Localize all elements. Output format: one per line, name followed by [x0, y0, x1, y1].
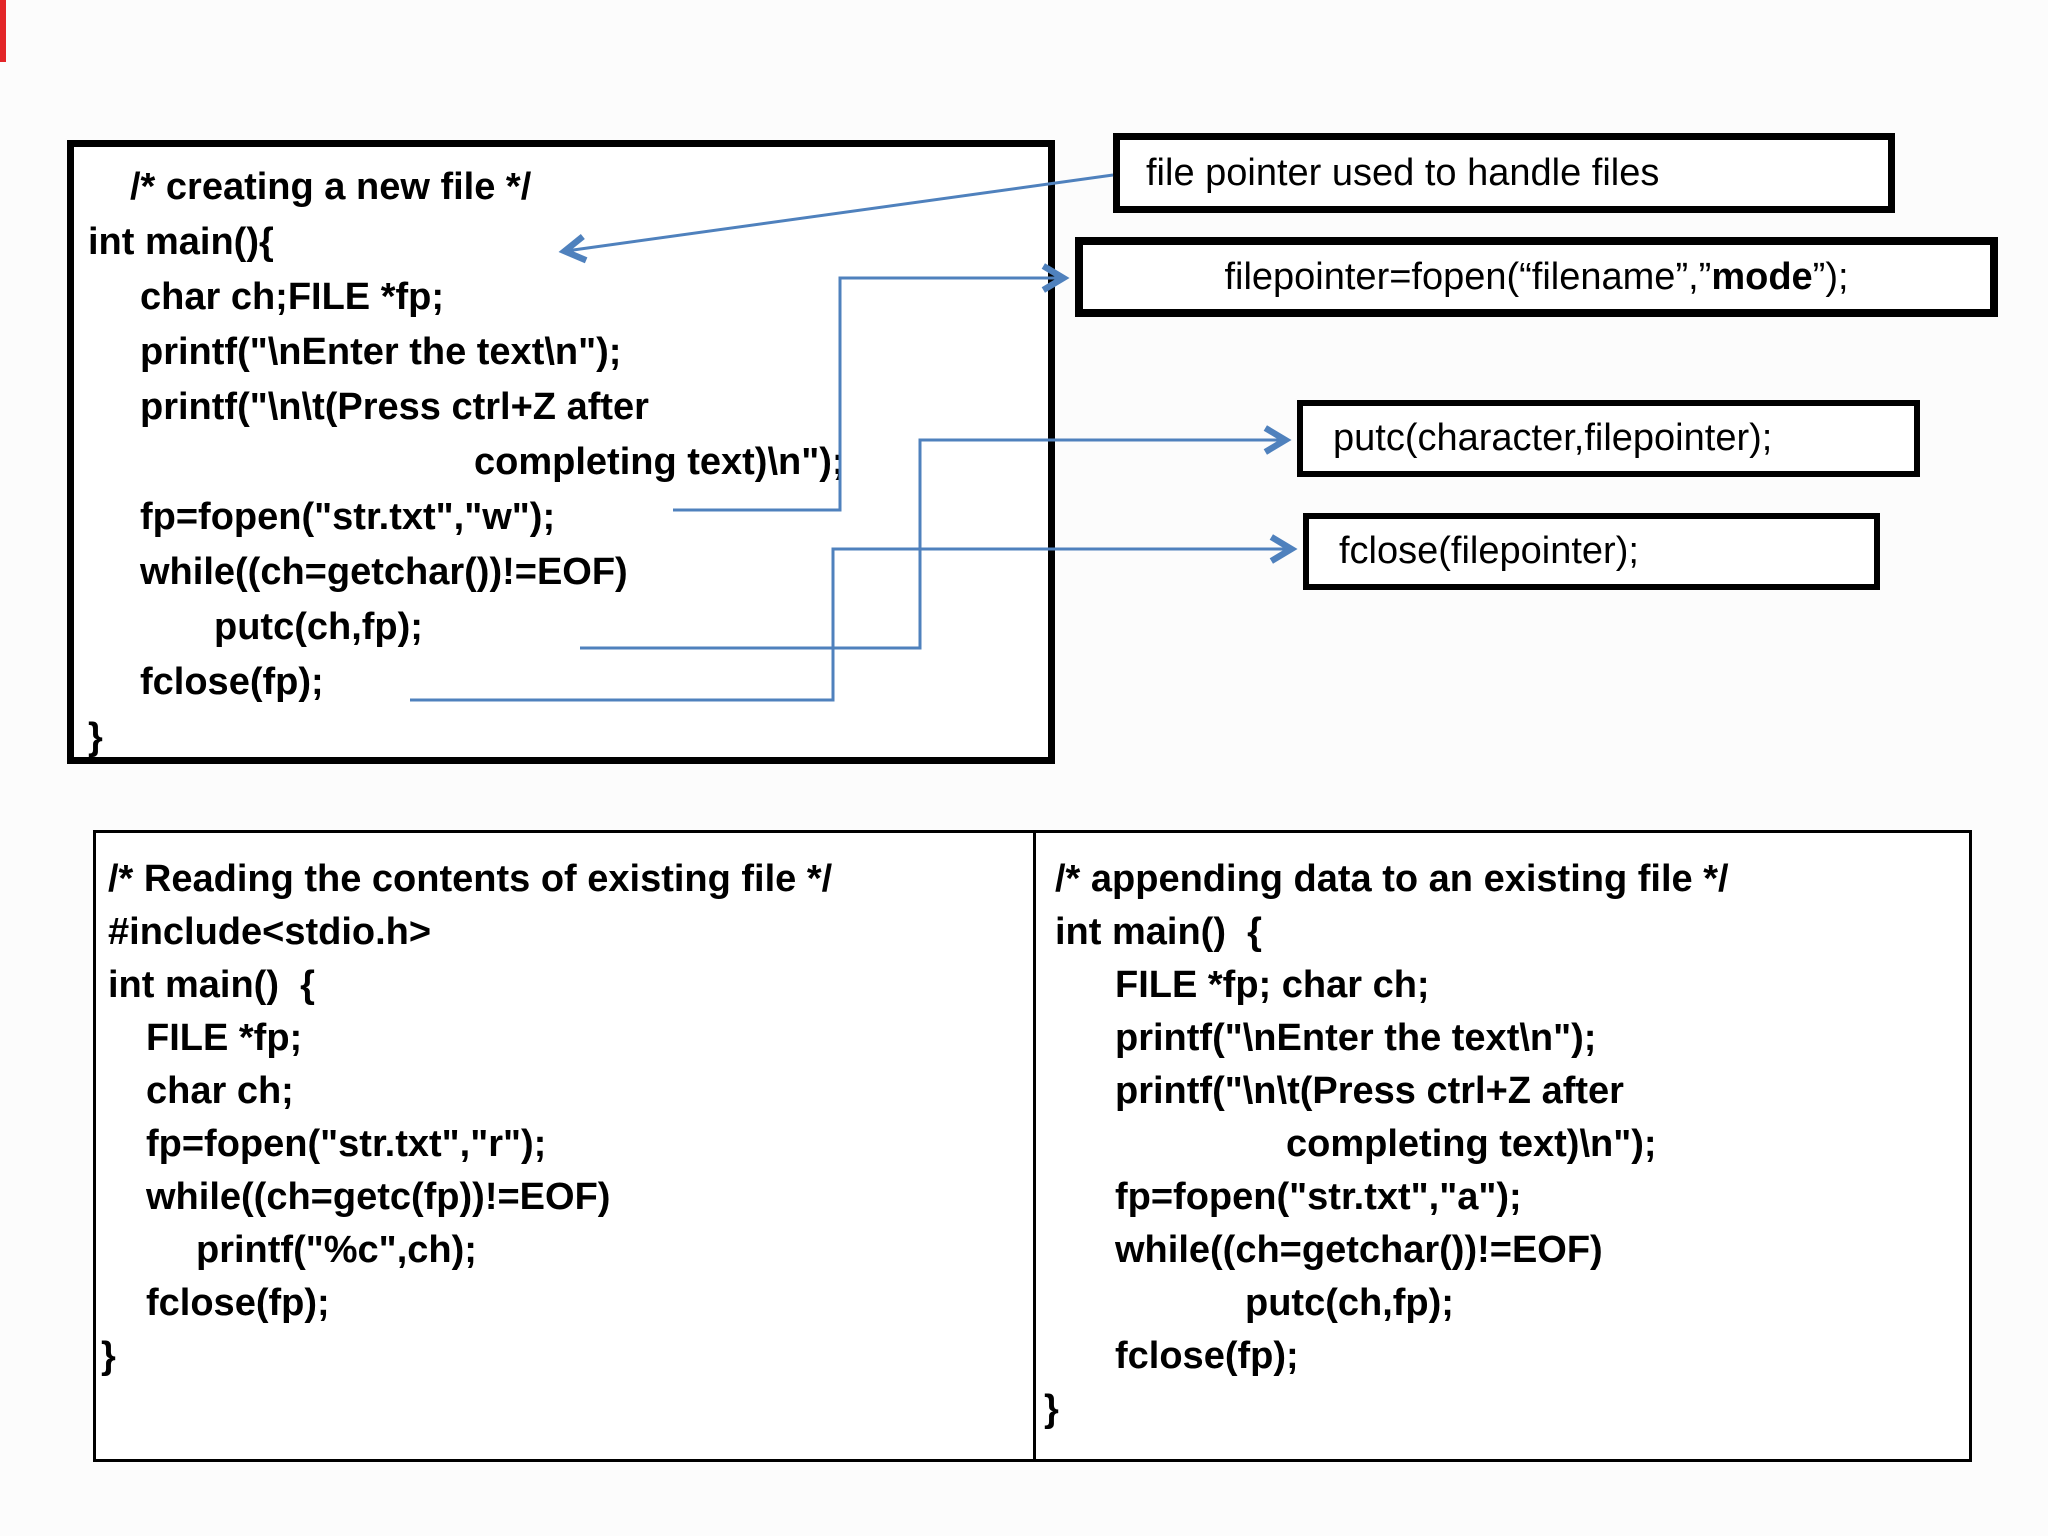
fclose-syntax-text: fclose(filepointer);: [1339, 530, 1639, 572]
code-line-brace: }: [101, 1335, 116, 1377]
code-line: while((ch=getchar())!=EOF): [140, 551, 628, 593]
code-line: fp=fopen("str.txt","r");: [146, 1123, 547, 1165]
code-line: printf("\n\t(Press ctrl+Z after: [1115, 1070, 1624, 1112]
file-pointer-note-box: file pointer used to handle files: [1113, 133, 1895, 213]
code-line-putc: putc(ch,fp);: [214, 606, 423, 648]
code-line-brace: }: [1044, 1388, 1059, 1430]
code-line: printf("\nEnter the text\n");: [140, 331, 622, 373]
code-line: completing text)\n");: [474, 441, 845, 483]
fopen-syntax-mode: mode: [1711, 255, 1813, 298]
fopen-syntax-post: ”);: [1812, 255, 1849, 298]
code-line: putc(ch,fp);: [1245, 1282, 1454, 1324]
code-line: int main() {: [108, 964, 315, 1006]
putc-syntax-box: putc(character,filepointer);: [1297, 400, 1920, 477]
code-line: int main() {: [1055, 911, 1262, 953]
code-line-comment: /* appending data to an existing file */: [1055, 858, 1729, 900]
code-line: char ch;FILE *fp;: [140, 276, 445, 318]
fopen-syntax-box: filepointer=fopen(“filename”,”mode”);: [1075, 237, 1998, 317]
code-line: printf("\nEnter the text\n");: [1115, 1017, 1597, 1059]
code-line: fclose(fp);: [1115, 1335, 1299, 1377]
code-line: fp=fopen("str.txt","a");: [1115, 1176, 1522, 1218]
code-line: while((ch=getchar())!=EOF): [1115, 1229, 1603, 1271]
append-code-box: /* appending data to an existing file */…: [1033, 833, 1969, 1459]
code-line: char ch;: [146, 1070, 294, 1112]
code-line: FILE *fp; char ch;: [1115, 964, 1430, 1006]
code-line: while((ch=getc(fp))!=EOF): [146, 1176, 611, 1218]
fopen-syntax-pre: filepointer=fopen(“filename”,”: [1224, 255, 1712, 298]
code-line: completing text)\n");: [1286, 1123, 1657, 1165]
fclose-syntax-box: fclose(filepointer);: [1303, 513, 1880, 590]
code-line: printf("%c",ch);: [196, 1229, 477, 1271]
code-line: int main(){: [88, 221, 274, 263]
code-line-fclose: fclose(fp);: [140, 661, 324, 703]
screen-edge-artifact: [0, 0, 6, 62]
putc-syntax-text: putc(character,filepointer);: [1333, 417, 1773, 459]
code-line: FILE *fp;: [146, 1017, 303, 1059]
code-line-comment: /* creating a new file */: [130, 166, 532, 208]
code-line-brace: }: [88, 716, 103, 758]
code-line: #include<stdio.h>: [108, 911, 432, 953]
code-line: fclose(fp);: [146, 1282, 330, 1324]
code-line: printf("\n\t(Press ctrl+Z after: [140, 386, 649, 428]
code-line-fopen: fp=fopen("str.txt","w");: [140, 496, 556, 538]
code-line-comment: /* Reading the contents of existing file…: [108, 858, 833, 900]
main-code-box: /* creating a new file */ int main(){ ch…: [67, 140, 1055, 764]
read-code-box: /* Reading the contents of existing file…: [96, 833, 1033, 1459]
bottom-code-box: /* Reading the contents of existing file…: [93, 830, 1972, 1462]
file-pointer-note-text: file pointer used to handle files: [1146, 151, 1660, 194]
